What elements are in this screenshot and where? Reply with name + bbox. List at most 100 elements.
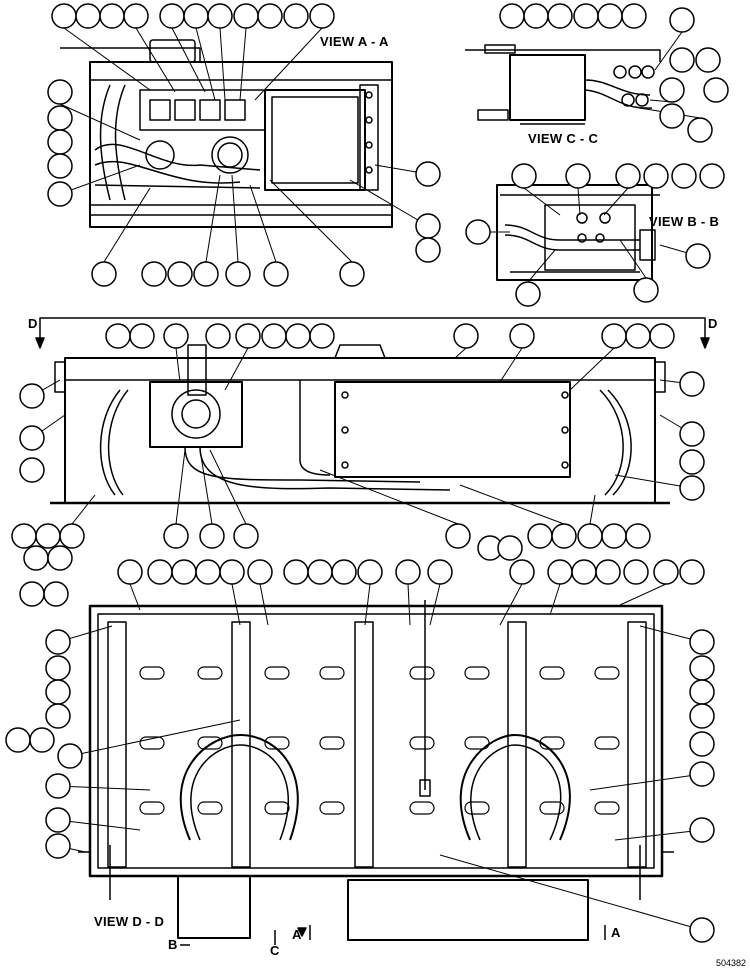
callout-bubble bbox=[465, 219, 491, 245]
callout-bubble bbox=[163, 323, 189, 349]
callout-bubble bbox=[183, 3, 209, 29]
callout-bubble bbox=[233, 523, 259, 549]
callout-bubble bbox=[45, 679, 71, 705]
callout-bubble bbox=[233, 3, 259, 29]
callout-bubble bbox=[625, 323, 651, 349]
callout-bubble bbox=[99, 3, 125, 29]
callout-bubble bbox=[659, 103, 685, 129]
callout-bubble bbox=[163, 523, 189, 549]
leader-line bbox=[454, 347, 467, 359]
callout-bubble bbox=[45, 833, 71, 859]
callout-bubble bbox=[193, 261, 219, 287]
callout-bubble bbox=[75, 3, 101, 29]
callout-bubble bbox=[689, 703, 715, 729]
leader-line bbox=[407, 583, 411, 626]
callout-bubble bbox=[649, 323, 675, 349]
leader-line bbox=[231, 174, 239, 263]
callout-bubble bbox=[395, 559, 421, 585]
callout-bubble bbox=[415, 161, 441, 187]
callout-bubble bbox=[19, 425, 45, 451]
callout-bubble bbox=[679, 449, 705, 475]
callout-bubble bbox=[57, 743, 83, 769]
callout-bubble bbox=[247, 559, 273, 585]
leader-line bbox=[129, 583, 141, 611]
callout-bubble bbox=[47, 153, 73, 179]
leader-line bbox=[549, 583, 561, 616]
leader-line bbox=[459, 484, 565, 525]
section-mark-d-left: D bbox=[28, 316, 38, 331]
callout-bubble bbox=[141, 261, 167, 287]
leader-line bbox=[199, 449, 213, 525]
callout-bubble bbox=[671, 163, 697, 189]
callout-bubble bbox=[147, 559, 173, 585]
callout-bubble bbox=[235, 323, 261, 349]
callout-bubble bbox=[59, 523, 85, 549]
callout-bubble bbox=[689, 817, 715, 843]
callout-bubble bbox=[595, 559, 621, 585]
callout-bubble bbox=[171, 559, 197, 585]
callout-bubble bbox=[415, 213, 441, 239]
callout-bubble bbox=[19, 581, 45, 607]
callout-bubble bbox=[47, 79, 73, 105]
callout-bubble bbox=[643, 163, 669, 189]
leader-line bbox=[577, 187, 581, 216]
leader-line bbox=[135, 27, 176, 93]
leader-line bbox=[614, 474, 693, 489]
callout-bubble bbox=[689, 629, 715, 655]
leader-line bbox=[589, 773, 703, 791]
callout-bubble bbox=[23, 545, 49, 571]
callout-bubble bbox=[527, 523, 553, 549]
callout-bubble bbox=[285, 323, 311, 349]
leader-line bbox=[619, 239, 647, 279]
callout-bubble bbox=[597, 3, 623, 29]
leader-line bbox=[654, 31, 683, 71]
section-mark-c: C bbox=[270, 943, 280, 958]
leader-line bbox=[614, 829, 703, 841]
callout-bubble bbox=[687, 117, 713, 143]
callout-bubble bbox=[499, 3, 525, 29]
callout-bubble bbox=[167, 261, 193, 287]
callout-bubble bbox=[689, 917, 715, 943]
callout-bubble bbox=[633, 277, 659, 303]
callout-bubble bbox=[523, 3, 549, 29]
section-mark-a-left: A bbox=[292, 927, 302, 942]
callout-bubble bbox=[679, 421, 705, 447]
callout-bubble bbox=[621, 3, 647, 29]
leader-line bbox=[619, 583, 667, 606]
callout-bubble bbox=[307, 559, 333, 585]
leader-line bbox=[195, 27, 216, 101]
leader-line bbox=[175, 449, 186, 525]
callout-bubble bbox=[207, 3, 233, 29]
callout-bubble bbox=[689, 761, 715, 787]
callout-bubble bbox=[679, 371, 705, 397]
callout-bubble bbox=[659, 77, 685, 103]
callout-bubble bbox=[685, 243, 711, 269]
callout-bubble bbox=[547, 3, 573, 29]
callout-bubble bbox=[129, 323, 155, 349]
leader-line bbox=[59, 164, 141, 195]
side-view-drawing bbox=[35, 317, 710, 505]
leader-line bbox=[254, 27, 323, 101]
leader-line bbox=[499, 347, 523, 383]
leader-line bbox=[103, 187, 151, 263]
leader-line bbox=[231, 583, 241, 626]
callout-bubble bbox=[689, 655, 715, 681]
callout-bubble bbox=[47, 181, 73, 207]
callout-bubble bbox=[5, 727, 31, 753]
leader-line bbox=[523, 187, 561, 216]
leader-line bbox=[429, 583, 441, 626]
callout-bubble bbox=[669, 47, 695, 73]
view-label-bb: VIEW B - B bbox=[649, 214, 720, 229]
leader-line bbox=[269, 179, 353, 263]
callout-bubble bbox=[29, 727, 55, 753]
leader-line bbox=[499, 583, 523, 626]
callout-bubble bbox=[159, 3, 185, 29]
callout-bubble bbox=[283, 559, 309, 585]
view-label-dd: VIEW D - D bbox=[94, 914, 165, 929]
leader-line bbox=[527, 249, 556, 283]
callout-bubble bbox=[515, 281, 541, 307]
callout-bubble bbox=[565, 163, 591, 189]
callout-bubble bbox=[91, 261, 117, 287]
callout-bubble bbox=[577, 523, 603, 549]
